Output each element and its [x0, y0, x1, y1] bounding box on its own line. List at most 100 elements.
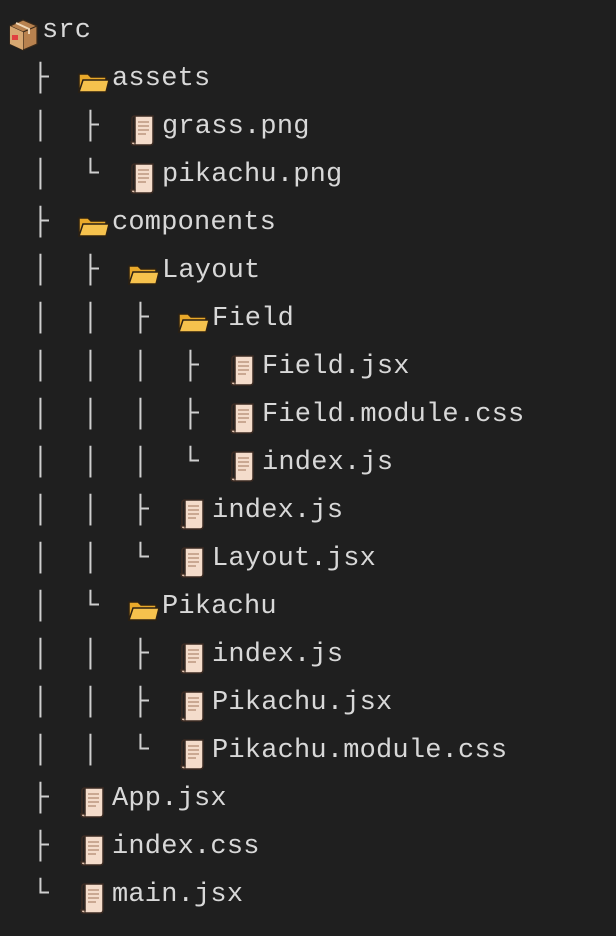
tree-row[interactable]: │ │ ├ index.js: [0, 632, 616, 678]
tree-guide-char: │: [32, 255, 49, 286]
tree-guide-char: │: [82, 351, 99, 382]
tree-row[interactable]: │ │ └ Layout.jsx: [0, 536, 616, 582]
tree-row[interactable]: │ └ pikachu.png: [0, 152, 616, 198]
tree-guide-char: │: [132, 447, 149, 478]
tree-item-label: Pikachu.module.css: [212, 736, 508, 766]
tree-guide-char: ├: [32, 207, 49, 238]
folder-icon: [176, 305, 210, 339]
tree-row[interactable]: ├ components: [0, 200, 616, 246]
file-icon: [176, 497, 210, 531]
tree-guide-char: │: [82, 495, 99, 526]
tree-guide-char: │: [32, 735, 49, 766]
tree-item-label: main.jsx: [112, 880, 244, 910]
tree-guide-char: ├: [132, 303, 149, 334]
tree-item-label: components: [112, 208, 277, 238]
tree-row[interactable]: │ │ ├ Pikachu.jsx: [0, 680, 616, 726]
tree-item-label: assets: [112, 64, 211, 94]
tree-guide-char: │: [82, 399, 99, 430]
tree-item-label: index.js: [212, 496, 344, 526]
file-icon: [126, 161, 160, 195]
tree-item-label: grass.png: [162, 112, 310, 142]
tree-guide-char: │: [82, 735, 99, 766]
tree-item-label: App.jsx: [112, 784, 227, 814]
file-icon: [126, 113, 160, 147]
tree-row[interactable]: │ ├ grass.png: [0, 104, 616, 150]
tree-row[interactable]: └ main.jsx: [0, 872, 616, 918]
file-icon: [176, 641, 210, 675]
tree-item-label: Field: [212, 304, 295, 334]
tree-item-label: index.js: [212, 640, 344, 670]
tree-guide-char: │: [132, 399, 149, 430]
tree-guide-char: │: [32, 495, 49, 526]
folder-icon: [76, 65, 110, 99]
tree-guide-char: ├: [82, 255, 99, 286]
tree-row[interactable]: │ │ │ ├ Field.jsx: [0, 344, 616, 390]
tree-guide-char: ├: [132, 687, 149, 718]
folder-icon: [126, 257, 160, 291]
tree-guide-char: │: [132, 351, 149, 382]
file-icon: [176, 737, 210, 771]
tree-guide-char: │: [32, 399, 49, 430]
tree-guide-char: │: [32, 447, 49, 478]
tree-item-label: src: [42, 16, 92, 46]
tree-item-label: Layout: [162, 256, 261, 286]
tree-guide-char: │: [82, 639, 99, 670]
tree-row[interactable]: │ │ ├ index.js: [0, 488, 616, 534]
tree-item-label: index.css: [112, 832, 260, 862]
file-icon: [176, 689, 210, 723]
tree-guide-char: │: [32, 159, 49, 190]
tree-row[interactable]: ├ index.css: [0, 824, 616, 870]
file-icon: [226, 449, 260, 483]
tree-guide-char: └: [132, 543, 149, 574]
tree-guide-char: ├: [32, 831, 49, 862]
file-icon: [76, 833, 110, 867]
tree-guide-char: └: [82, 159, 99, 190]
tree-guide-char: │: [32, 111, 49, 142]
tree-guide-char: │: [32, 351, 49, 382]
file-icon: [76, 785, 110, 819]
tree-row[interactable]: │ │ ├ Field: [0, 296, 616, 342]
tree-row[interactable]: │ │ │ └ index.js: [0, 440, 616, 486]
tree-item-label: Pikachu.jsx: [212, 688, 393, 718]
tree-item-label: Field.module.css: [262, 400, 525, 430]
folder-icon: [126, 593, 160, 627]
file-icon: [226, 401, 260, 435]
tree-row[interactable]: src: [0, 8, 616, 54]
tree-guide-char: ├: [132, 639, 149, 670]
tree-guide-char: │: [32, 687, 49, 718]
tree-guide-char: │: [82, 303, 99, 334]
tree-guide-char: ├: [182, 351, 199, 382]
file-icon: [76, 881, 110, 915]
tree-item-label: Layout.jsx: [212, 544, 377, 574]
tree-row[interactable]: │ │ │ ├ Field.module.css: [0, 392, 616, 438]
file-icon: [176, 545, 210, 579]
tree-guide-char: ├: [32, 783, 49, 814]
tree-guide-char: │: [32, 591, 49, 622]
tree-row[interactable]: ├ assets: [0, 56, 616, 102]
tree-row[interactable]: │ └ Pikachu: [0, 584, 616, 630]
tree-item-label: index.js: [262, 448, 394, 478]
folder-icon: [76, 209, 110, 243]
tree-guide-char: └: [182, 447, 199, 478]
tree-guide-char: └: [82, 591, 99, 622]
tree-item-label: Pikachu: [162, 592, 277, 622]
tree-guide-char: │: [82, 687, 99, 718]
tree-guide-char: ├: [82, 111, 99, 142]
file-icon: [226, 353, 260, 387]
tree-guide-char: │: [82, 543, 99, 574]
tree-guide-char: │: [82, 447, 99, 478]
tree-guide-char: │: [32, 639, 49, 670]
tree-item-label: pikachu.png: [162, 160, 343, 190]
tree-guide-char: │: [32, 303, 49, 334]
tree-row[interactable]: │ ├ Layout: [0, 248, 616, 294]
tree-row[interactable]: │ │ └ Pikachu.module.css: [0, 728, 616, 774]
tree-guide-char: ├: [132, 495, 149, 526]
tree-row[interactable]: ├ App.jsx: [0, 776, 616, 822]
tree-guide-char: └: [132, 735, 149, 766]
tree-item-label: Field.jsx: [262, 352, 410, 382]
tree-guide-char: └: [32, 879, 49, 910]
tree-guide-char: │: [32, 543, 49, 574]
package-icon: [6, 17, 40, 51]
tree-guide-char: ├: [182, 399, 199, 430]
tree-guide-char: ├: [32, 63, 49, 94]
